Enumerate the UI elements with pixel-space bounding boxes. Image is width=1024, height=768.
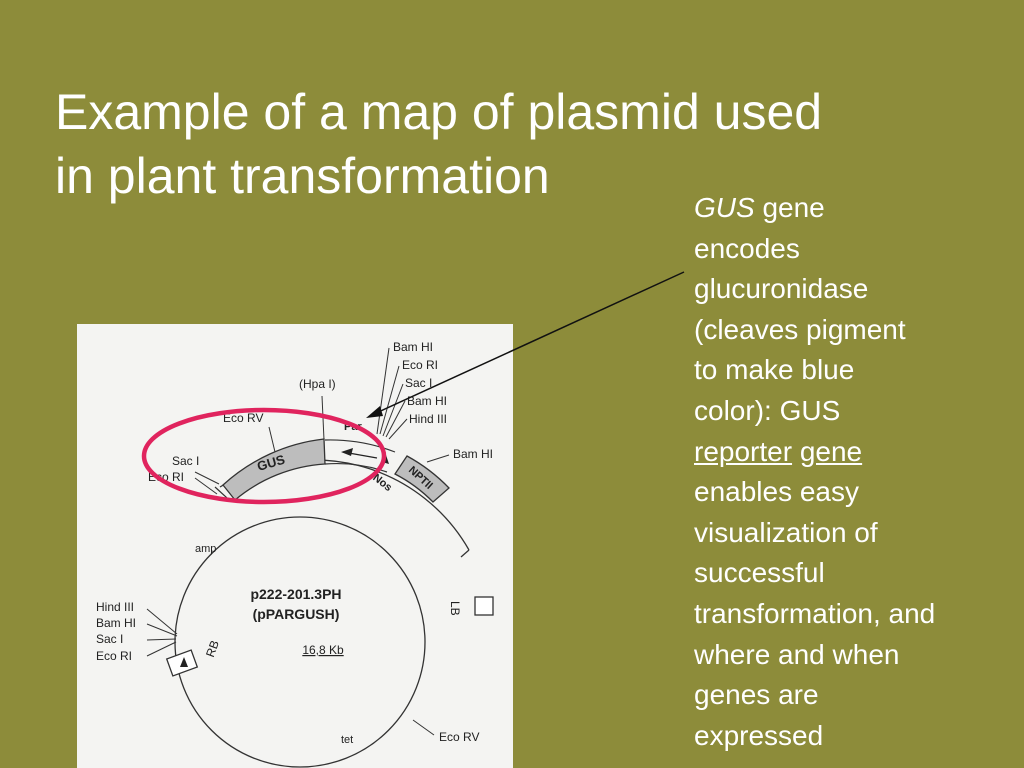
- note-line-7: reporter gene: [694, 432, 1014, 473]
- gus-italic: GUS: [694, 192, 755, 223]
- plasmid-map-svg: GUS Par Nos NPTII amp LB RB tet p222-201…: [96, 340, 494, 768]
- site-top-3: Sac I: [405, 376, 432, 390]
- site-hpa: (Hpa I): [299, 377, 336, 391]
- ecorv-top-leader: [268, 426, 276, 453]
- left-site-leader-3: [146, 638, 177, 641]
- title-line-1: Example of a map of plasmid used: [55, 84, 823, 140]
- site-ecorv-top: Eco RV: [223, 411, 263, 425]
- amp-label: amp: [195, 543, 216, 555]
- site-left-2: Bam HI: [96, 616, 136, 630]
- tet-label: tet: [341, 734, 353, 746]
- note-line-6: color): GUS: [694, 394, 841, 426]
- hpa-leader: [321, 395, 325, 441]
- top-site-leader-1: [376, 347, 390, 435]
- rb-label: RB: [203, 639, 222, 659]
- site-left-3: Sac I: [96, 632, 123, 646]
- top-site-leader-5: [388, 418, 408, 440]
- note-line-4: (cleaves pigment: [694, 313, 906, 345]
- site-saci-left: Sac I: [172, 454, 199, 468]
- reporter-link[interactable]: reporter: [694, 435, 793, 467]
- slide-title: Example of a map of plasmid used in plan…: [55, 80, 955, 208]
- bamhi-right-leader: [426, 454, 450, 463]
- nos-arrow-head: [382, 452, 389, 464]
- site-left-1: Hind III: [96, 600, 134, 614]
- title-line-2: in plant transformation: [55, 148, 550, 204]
- site-ecori-left: Eco RI: [148, 470, 184, 484]
- par-arrow-head: [341, 448, 353, 456]
- saci-left-leader: [194, 471, 220, 485]
- note-line-1: GUS gene: [694, 188, 1014, 229]
- left-site-leader-2: [146, 623, 178, 637]
- note-line-14: expressed: [694, 719, 824, 751]
- plasmid-size: 16,8 Kb: [302, 643, 344, 657]
- site-top-5: Hind III: [409, 412, 447, 426]
- lb-box: [474, 596, 494, 616]
- lb-label: LB: [448, 601, 462, 616]
- site-top-4: Bam HI: [407, 394, 447, 408]
- plasmid-alias: (pPARGUSH): [253, 606, 340, 622]
- note-line-11: transformation, and: [694, 597, 936, 629]
- par-label: Par: [344, 421, 362, 433]
- note-line-13: genes are: [694, 679, 819, 711]
- site-left-4: Eco RI: [96, 649, 132, 663]
- site-ecorv-bottom: Eco RV: [439, 730, 479, 744]
- note-line-2: encodes: [694, 232, 800, 264]
- gene-link[interactable]: gene: [799, 435, 863, 467]
- note-line-3: glucuronidase: [694, 273, 869, 305]
- ecori-left-leader: [194, 477, 218, 495]
- plasmid-name: p222-201.3PH: [250, 586, 341, 602]
- top-site-leader-2: [379, 365, 400, 435]
- gus-description: GUS gene encodes glucuronidase (cleaves …: [694, 188, 1014, 756]
- note-line-10: successful: [694, 557, 825, 589]
- site-top-2: Eco RI: [402, 358, 438, 372]
- gene-suffix: gene: [754, 192, 825, 223]
- nos-label: Nos: [370, 472, 394, 494]
- note-line-8: enables easy: [694, 476, 860, 508]
- par-upper-line: [324, 439, 396, 453]
- note-line-12: where and when: [694, 638, 900, 670]
- site-bamhi-right: Bam HI: [453, 447, 493, 461]
- rb-arrow-head: [180, 657, 188, 667]
- nptii-gene-block: [394, 455, 450, 503]
- note-line-9: visualization of: [694, 516, 878, 548]
- note-line-5: to make blue: [694, 354, 855, 386]
- ecorv-bottom-leader: [412, 719, 435, 736]
- left-site-leader-4: [146, 641, 177, 657]
- site-top-1: Bam HI: [393, 340, 433, 354]
- left-site-leader-1: [146, 608, 178, 635]
- tdna-outer-end: [460, 549, 470, 558]
- plasmid-map-figure: GUS Par Nos NPTII amp LB RB tet p222-201…: [77, 324, 513, 768]
